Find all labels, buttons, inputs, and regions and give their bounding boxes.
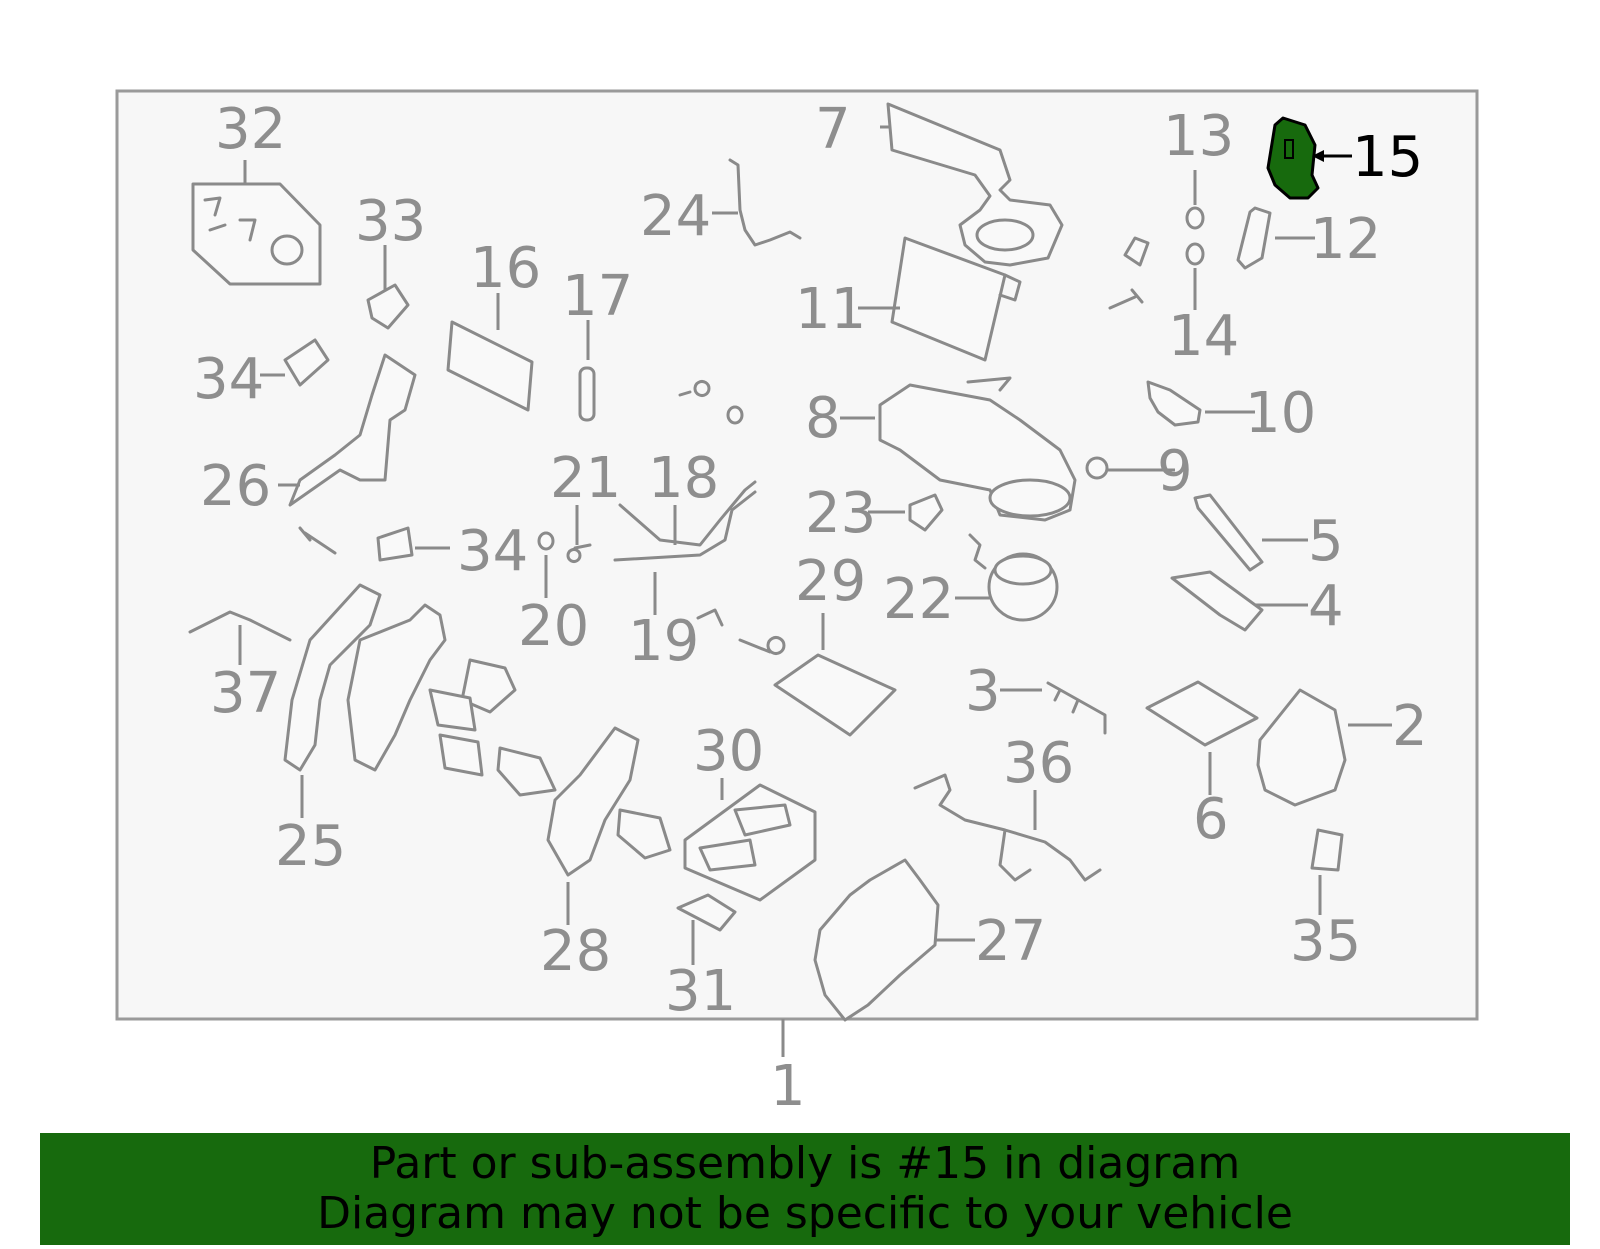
part-25-duct: [283, 583, 382, 772]
part-9-grommet: [1085, 456, 1109, 480]
part-fitting-a: [678, 380, 711, 397]
part-5-filter-frame: [1193, 493, 1264, 572]
label-14[interactable]: 14: [1168, 304, 1239, 369]
part-22-blower: [968, 533, 1059, 622]
label-2[interactable]: 2: [1392, 694, 1428, 759]
part-31-clip: [676, 893, 737, 932]
part-11-evaporator: [890, 236, 1022, 362]
label-35[interactable]: 35: [1290, 909, 1361, 974]
banner-line-1: Part or sub-assembly is #15 in diagram: [369, 1138, 1241, 1189]
part-12-sensor: [1236, 206, 1272, 270]
part-2-housing: [1256, 688, 1347, 807]
part-labels: 1 2 3 4 5 6 7 8 9 10 11 12 13 14 15 16 1…: [193, 97, 1428, 1119]
label-27[interactable]: 27: [975, 909, 1046, 974]
part-37-hose: [188, 610, 292, 642]
part-lower-case: [346, 603, 447, 772]
part-bolt-left: [298, 526, 337, 555]
label-29[interactable]: 29: [795, 549, 866, 614]
label-3[interactable]: 3: [965, 659, 1001, 724]
part-14-seal: [1185, 242, 1205, 266]
label-37[interactable]: 37: [210, 661, 281, 726]
label-12[interactable]: 12: [1310, 207, 1381, 272]
label-21[interactable]: 21: [550, 446, 621, 511]
part-16-heater-core: [446, 320, 534, 412]
label-22[interactable]: 22: [883, 567, 954, 632]
label-26[interactable]: 26: [200, 454, 271, 519]
label-15[interactable]: 15: [1352, 125, 1423, 190]
label-18[interactable]: 18: [648, 446, 719, 511]
label-34a[interactable]: 34: [193, 347, 264, 412]
part-duct-c: [438, 733, 484, 777]
part-24-harness: [728, 158, 802, 247]
part-18-pipe: [613, 480, 757, 562]
label-1[interactable]: 1: [770, 1054, 806, 1119]
part-13-bolt: [1108, 288, 1144, 310]
part-27-case: [813, 858, 940, 1022]
label-17[interactable]: 17: [562, 264, 633, 329]
label-23[interactable]: 23: [805, 481, 876, 546]
part-28-duct: [546, 726, 640, 877]
label-4[interactable]: 4: [1308, 574, 1344, 639]
label-11[interactable]: 11: [795, 277, 866, 342]
part-duct-a: [460, 658, 517, 714]
part-33-clip: [366, 283, 410, 330]
label-19[interactable]: 19: [628, 609, 699, 674]
label-9[interactable]: 9: [1157, 439, 1193, 504]
part-26-duct: [288, 353, 417, 507]
banner-line-2: Diagram may not be specific to your vehi…: [317, 1188, 1293, 1239]
label-33[interactable]: 33: [355, 189, 426, 254]
part-21-oring: [566, 543, 592, 563]
label-36[interactable]: 36: [1003, 731, 1074, 796]
label-25[interactable]: 25: [275, 814, 346, 879]
part-17-sensor: [578, 366, 596, 422]
part-32-kit: [191, 182, 322, 286]
part-10-actuator: [1146, 380, 1202, 427]
label-30[interactable]: 30: [693, 719, 764, 784]
label-10[interactable]: 10: [1245, 381, 1316, 446]
part-8-case: [878, 376, 1077, 522]
part-30-kit: [683, 783, 817, 902]
label-20[interactable]: 20: [518, 594, 589, 659]
label-7[interactable]: 7: [815, 97, 851, 162]
part-15-highlighted: [1266, 116, 1320, 200]
part-34b-clip: [376, 526, 414, 562]
part-29-door: [773, 653, 897, 737]
part-34a-clip: [283, 338, 330, 387]
label-34b[interactable]: 34: [457, 519, 528, 584]
part-6-filter: [1145, 680, 1259, 747]
arrowhead-15: [1312, 150, 1324, 162]
leader-arrows: [238, 125, 1392, 965]
label-24[interactable]: 24: [640, 184, 711, 249]
info-banner: Part or sub-assembly is #15 in diagram D…: [40, 1133, 1570, 1245]
part-35-sensor: [1310, 828, 1344, 872]
part-4-duct: [1170, 570, 1264, 632]
label-16[interactable]: 16: [470, 236, 541, 301]
label-6[interactable]: 6: [1193, 787, 1229, 852]
part-duct-d: [496, 746, 557, 797]
part-duct-e: [616, 808, 672, 860]
label-8[interactable]: 8: [805, 386, 841, 451]
part-7-duct: [886, 102, 1064, 267]
part-13-connector: [1123, 236, 1150, 267]
part-23-clip: [908, 493, 944, 532]
label-31[interactable]: 31: [665, 959, 736, 1024]
part-19-bolt: [696, 608, 786, 655]
label-32[interactable]: 32: [215, 97, 286, 162]
part-36-harness: [913, 773, 1102, 882]
label-28[interactable]: 28: [540, 919, 611, 984]
part-fitting-b: [726, 405, 744, 425]
part-13-seal: [1185, 206, 1205, 230]
label-13[interactable]: 13: [1163, 104, 1234, 169]
label-5[interactable]: 5: [1308, 509, 1344, 574]
part-duct-b: [428, 688, 477, 732]
part-20-oring: [537, 531, 555, 551]
part-3-bracket: [1046, 681, 1107, 735]
